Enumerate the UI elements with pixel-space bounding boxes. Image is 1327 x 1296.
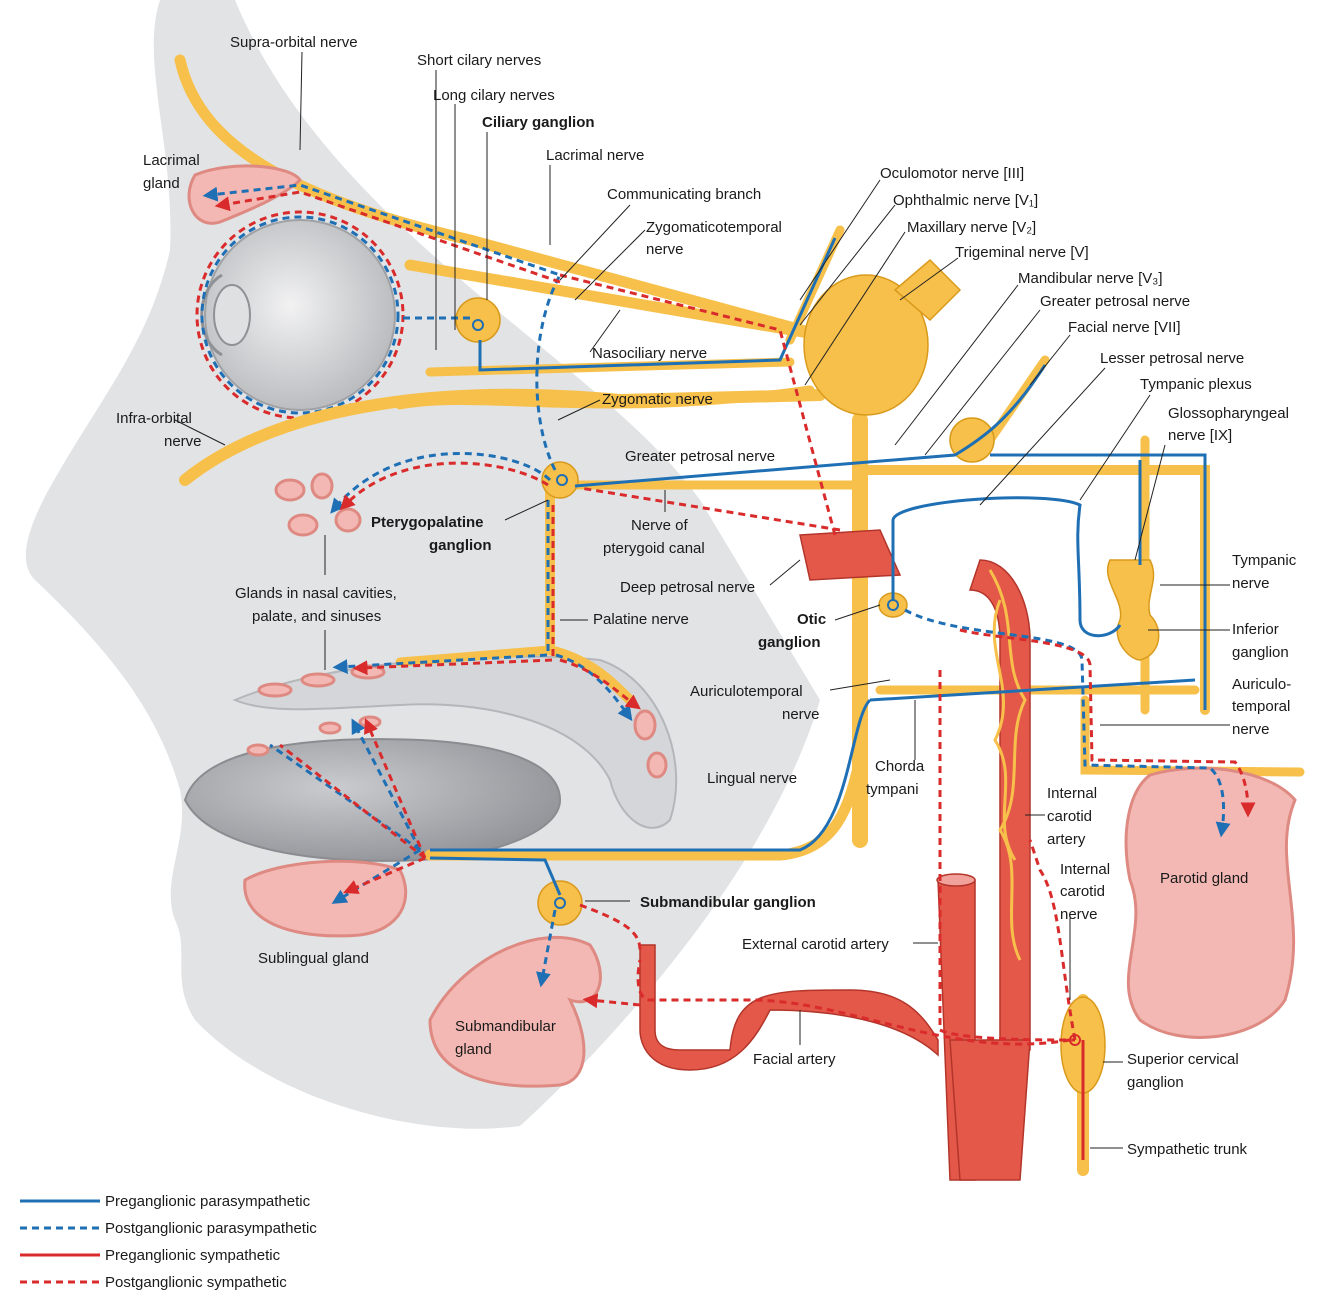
label-ophthalmic: Ophthalmic nerve [V₁] [893,192,1038,209]
label-deep-petrosal: Deep petrosal nerve [620,579,755,596]
label-internal-carotid-nerve-1: Internal [1060,861,1110,878]
label-submandibular-gland-2: gland [455,1041,492,1058]
label-maxillary: Maxillary nerve [V₂] [907,219,1036,236]
label-oculomotor: Oculomotor nerve [III] [880,165,1024,182]
pterygopalatine-ganglion [542,462,578,498]
label-zygomaticotemporal-1: Zygomaticotemporal [646,219,782,236]
label-submandibular-gland-1: Submandibular [455,1018,556,1035]
palate-gland-4 [635,711,655,739]
label-parotid: Parotid gland [1160,870,1248,887]
label-trigeminal: Trigeminal nerve [V] [955,244,1089,261]
palate-gland-1 [259,684,291,696]
label-facial-artery: Facial artery [753,1051,836,1068]
label-auriculotemporal-l2: nerve [782,706,820,723]
common-carotid [950,1040,1030,1180]
tongue-gland-3 [360,717,380,727]
label-lacrimal-nerve: Lacrimal nerve [546,147,644,164]
label-sublingual: Sublingual gland [258,950,369,967]
submandibular-ganglion [538,881,582,925]
label-palatine: Palatine nerve [593,611,689,628]
label-mandibular: Mandibular nerve [V₃] [1018,270,1163,287]
nasal-gland-4 [336,509,360,531]
label-ciliary-ganglion: Ciliary ganglion [482,114,595,131]
legend-label-post-parasym: Postganglionic parasympathetic [105,1220,317,1237]
label-internal-carotid-artery-3: artery [1047,831,1086,848]
label-nasal-glands-1: Glands in nasal cavities, [235,585,397,602]
tongue-gland-1 [248,745,268,755]
label-internal-carotid-artery-2: carotid [1047,808,1092,825]
facial-nerve-branch [990,360,1045,440]
label-submandibular-ganglion: Submandibular ganglion [640,894,816,911]
carotid-canal-segment [800,530,900,580]
internal-carotid-artery [970,560,1030,1060]
label-auriculotemporal-r1: Auriculo- [1232,676,1291,693]
palate-gland-2 [302,674,334,686]
label-communicating-branch: Communicating branch [607,186,761,203]
label-chorda-1: Chorda [875,758,925,775]
inferior-ganglion [1108,560,1159,660]
label-external-carotid: External carotid artery [742,936,889,953]
label-superior-cervical-2: ganglion [1127,1074,1184,1091]
label-auriculotemporal-l1: Auriculotemporal [690,683,803,700]
label-sympathetic-trunk: Sympathetic trunk [1127,1141,1248,1158]
facial-nerve [860,470,1205,710]
label-nasociliary: Nasociliary nerve [592,345,707,362]
label-glossopharyngeal-1: Glossopharyngeal [1168,405,1289,422]
label-zygomaticotemporal-2: nerve [646,241,684,258]
label-long-ciliary: Long cilary nerves [433,87,555,104]
lens [214,285,250,345]
label-zygomatic: Zygomatic nerve [602,391,713,408]
label-tympanic-plexus: Tympanic plexus [1140,376,1252,393]
label-greater-petrosal-mid: Greater petrosal nerve [625,448,775,465]
label-internal-carotid-nerve-3: nerve [1060,906,1098,923]
label-superior-cervical-1: Superior cervical [1127,1051,1239,1068]
tongue-gland-2 [320,723,340,733]
parotid-gland-shape [1126,768,1295,1037]
label-chorda-2: tympani [866,781,919,798]
label-internal-carotid-nerve-2: carotid [1060,883,1105,900]
label-lesser-petrosal: Lesser petrosal nerve [1100,350,1244,367]
label-internal-carotid-artery-1: Internal [1047,785,1097,802]
legend-label-pre-parasym: Preganglionic parasympathetic [105,1193,311,1210]
label-pterygoid-canal-1: Nerve of [631,517,689,534]
legend-label-post-sym: Postganglionic sympathetic [105,1274,287,1291]
label-supraorbital: Supra-orbital nerve [230,34,358,51]
label-tympanic-nerve-2: nerve [1232,575,1270,592]
label-auriculotemporal-r3: nerve [1232,721,1270,738]
label-inferior-ganglion-1: Inferior [1232,621,1279,638]
label-tympanic-nerve-1: Tympanic [1232,552,1297,569]
nasal-gland-3 [289,515,317,535]
label-pterygopalatine-2: ganglion [429,537,492,554]
label-greater-petrosal-top: Greater petrosal nerve [1040,293,1190,310]
label-infraorbital-1: Infra-orbital [116,410,192,427]
label-facial: Facial nerve [VII] [1068,319,1181,336]
legend: Preganglionic parasympathetic Postgangli… [20,1193,317,1291]
label-otic-2: ganglion [758,634,821,651]
label-otic-1: Otic [797,611,826,628]
label-lacrimal-gland-1: Lacrimal [143,152,200,169]
external-carotid-cut [937,874,975,886]
label-inferior-ganglion-2: ganglion [1232,644,1289,661]
nasal-gland-1 [276,480,304,500]
label-pterygoid-canal-2: pterygoid canal [603,540,705,557]
legend-label-pre-sym: Preganglionic sympathetic [105,1247,281,1264]
nasal-gland-2 [312,474,332,498]
label-short-ciliary: Short cilary nerves [417,52,541,69]
label-lingual: Lingual nerve [707,770,797,787]
label-infraorbital-2: nerve [164,433,202,450]
label-glossopharyngeal-2: nerve [IX] [1168,427,1232,444]
label-auriculotemporal-r2: temporal [1232,698,1290,715]
label-pterygopalatine-1: Pterygopalatine [371,514,484,531]
head-silhouette [26,0,820,1129]
label-nasal-glands-2: palate, and sinuses [252,608,381,625]
label-lacrimal-gland-2: gland [143,175,180,192]
palate-gland-5 [648,753,666,777]
